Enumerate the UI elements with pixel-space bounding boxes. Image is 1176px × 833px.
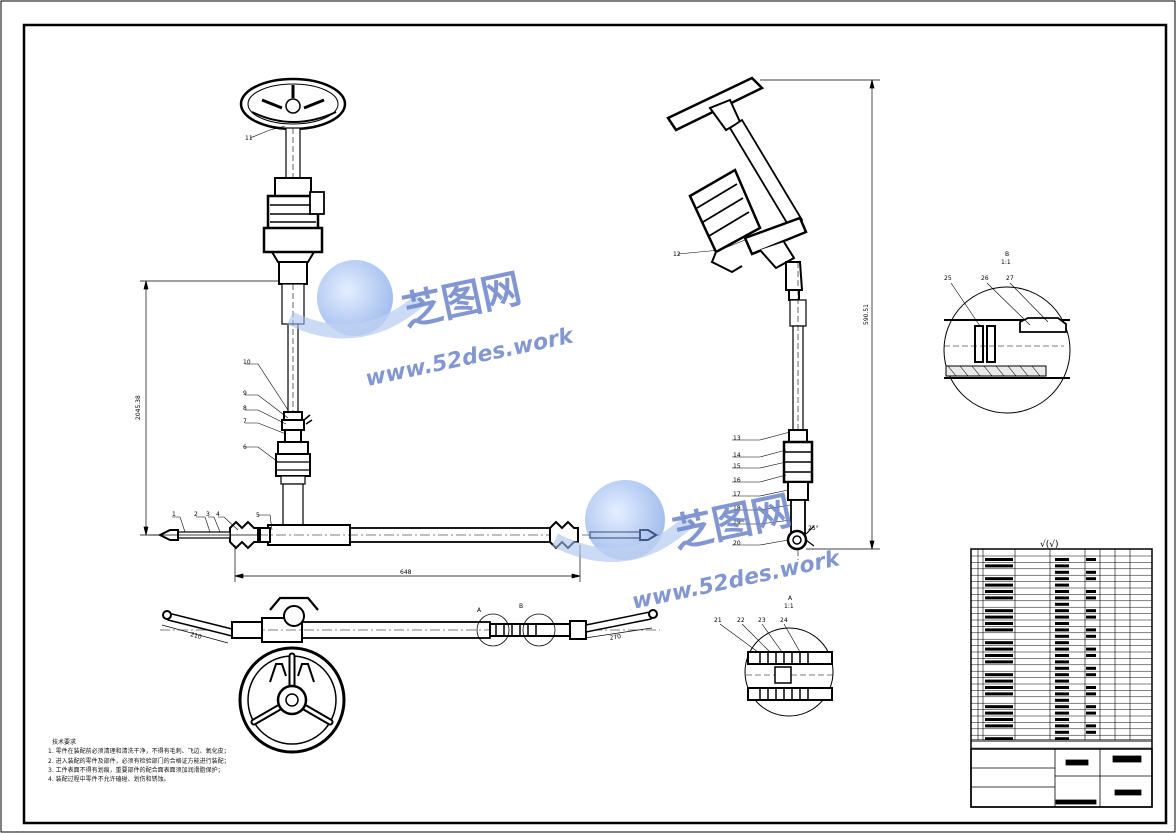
plan-dims (161, 624, 653, 644)
balloon-label: 26 (981, 275, 989, 282)
balloon-label: 8 (243, 405, 247, 412)
balloon-label: 2 (194, 511, 198, 518)
balloon-label: 12 (673, 251, 681, 258)
balloon-label: 11 (245, 135, 253, 142)
balloon-label: 1 (172, 511, 176, 518)
steering-wheel-side (666, 76, 765, 132)
balloon-label: 6 (243, 444, 247, 451)
detail-marker: B (519, 603, 523, 610)
bom-table (971, 549, 1152, 749)
balloon-label: 21 (714, 617, 722, 624)
roughness-symbol: √(√) (1040, 539, 1059, 550)
detail-view-B (943, 282, 1071, 414)
side-view (666, 76, 880, 560)
detail-B-label: B (1005, 251, 1009, 258)
balloon-label: 27 (1006, 275, 1014, 282)
watermark-logo-upper (286, 260, 425, 339)
dim-text-shaft-length: 648 (400, 569, 412, 576)
detail-circle-A (476, 613, 510, 647)
dim-side-height (760, 79, 880, 550)
watermark-logo-lower (551, 480, 695, 563)
note-line: 4. 装配过程中零件不允许磕碰、划伤和锈蚀。 (48, 776, 170, 784)
eps-motor-side (688, 168, 808, 274)
detail-A-scale: 1:1 (784, 603, 794, 610)
watermark-url-lower: www.52des.work (630, 546, 843, 615)
steering-wheel-front (239, 77, 347, 131)
front-view (140, 77, 660, 582)
dim-text-angle: 25° (808, 525, 819, 532)
detail-circle-B (522, 613, 556, 647)
technical-requirements: 技术要求 1. 零件在装配前必须清理和清洗干净，不得有毛刺、飞边、氧化皮； 2.… (48, 738, 230, 784)
dim-shaft-length (234, 545, 581, 582)
balloon-label: 9 (243, 390, 247, 397)
balloon-label: 13 (733, 435, 741, 442)
balloon-label: 23 (758, 617, 766, 624)
balloon-label: 19 (733, 519, 741, 526)
detail-marker: A (477, 607, 482, 614)
dim-column-height (140, 280, 280, 536)
balloon-label: 3 (206, 511, 210, 518)
note-line: 1. 零件在装配前必须清理和清洗干净，不得有毛刺、飞边、氧化皮； (48, 748, 230, 756)
notes-heading: 技术要求 (52, 739, 77, 746)
u-joint-front (281, 411, 313, 443)
balloon-label: 4 (216, 511, 220, 518)
balloon-label: 10 (243, 359, 251, 366)
dim-text-side-height: 590.51 (863, 304, 870, 325)
detail-B-scale: 1:1 (1001, 259, 1011, 266)
dim-text-right-link: 270 (609, 633, 622, 642)
note-line: 2. 进入装配的零件及部件，必须有检验部门的合格证方能进行装配； (48, 757, 230, 765)
detail-view-A (719, 623, 834, 717)
side-leaders (677, 239, 792, 546)
balloon-label: 22 (737, 617, 745, 624)
title-block (970, 548, 1153, 808)
dim-text-left-link: 210 (189, 631, 202, 641)
balloon-label: 7 (243, 418, 247, 425)
watermark-brand-upper: 芝图网 (398, 266, 525, 336)
balloon-label: 18 (733, 505, 741, 512)
eps-motor-front (262, 177, 325, 285)
balloon-label: 20 (733, 540, 741, 547)
balloon-label: 25 (944, 275, 952, 282)
watermark-brand-lower: 芝图网 (669, 488, 796, 558)
balloon-label: 24 (780, 617, 788, 624)
balloon-label: 14 (733, 452, 741, 459)
plan-view (160, 596, 660, 754)
watermark-url-upper: www.52des.work (363, 323, 576, 392)
balloon-label: 16 (733, 477, 741, 484)
front-leaders (172, 125, 289, 533)
inner-border (22, 23, 1168, 825)
detail-A-label: A (788, 595, 793, 602)
steering-wheel-plan (238, 646, 346, 754)
balloon-label: 15 (733, 463, 741, 470)
dim-text-column-height: 2045.38 (135, 395, 142, 420)
balloon-label: 17 (733, 491, 741, 498)
note-line: 3. 工件表面不得有划痕，重要部件的配合面表面须加润滑脂保护； (48, 766, 224, 774)
balloon-label: 5 (256, 512, 260, 519)
